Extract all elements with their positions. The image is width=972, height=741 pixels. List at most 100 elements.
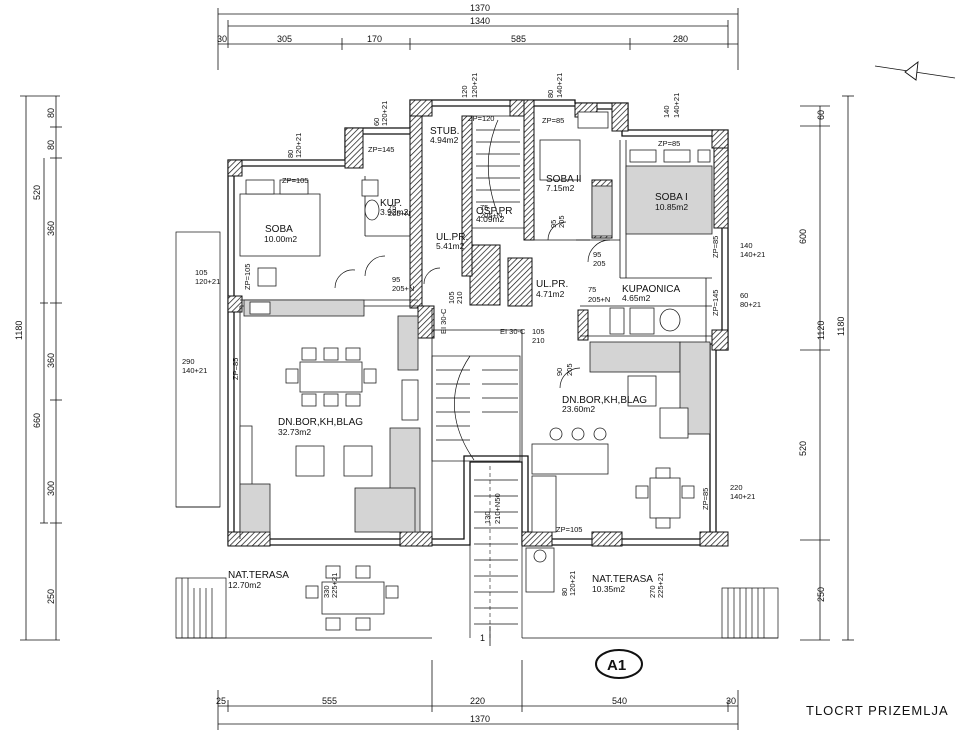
ann-d130: 130 bbox=[483, 511, 492, 524]
ann-ei30b-w: 105 bbox=[532, 327, 545, 336]
ann-d75a: 75 bbox=[388, 203, 396, 212]
room-kupaonica-name: KUPAONICA bbox=[622, 284, 680, 295]
room-ulpr2-name: UL.PR. bbox=[536, 279, 568, 290]
ann-d95c: 95 bbox=[593, 250, 601, 259]
ann-w60h: 120+21 bbox=[380, 101, 389, 126]
room-soba2-area: 7.15m2 bbox=[546, 183, 575, 193]
ann-w80b: 80 bbox=[546, 90, 555, 98]
dim-top-4: 280 bbox=[673, 34, 688, 44]
ann-d95b: 95 bbox=[549, 220, 558, 228]
dim-bottom-4: 30 bbox=[726, 696, 736, 706]
ann-w290h: 140+21 bbox=[182, 366, 207, 375]
dim-left-3: 360 bbox=[46, 221, 56, 236]
ann-d95bh: 205 bbox=[557, 215, 566, 228]
ann-w270: 270 bbox=[648, 585, 657, 598]
furniture bbox=[239, 111, 713, 631]
room-dnbor1-name: DN.BOR,KH,BLAG bbox=[278, 417, 363, 428]
room-kup1-area: 3.92m2 bbox=[380, 207, 409, 217]
ann-w270h: 225+21 bbox=[656, 573, 665, 598]
ann-d130h: 210+N50 bbox=[493, 493, 502, 524]
room-ulpr1-area: 5.41m2 bbox=[436, 241, 465, 251]
ann-w80h: 120+21 bbox=[294, 133, 303, 158]
room-terasa2-area: 10.35m2 bbox=[592, 584, 625, 594]
room-dnbor2-area: 23.60m2 bbox=[562, 404, 595, 414]
room-ulpr1-name: UL.PR. bbox=[436, 232, 468, 243]
room-soba2-name: SOBA II bbox=[546, 174, 582, 185]
building-label: A1 bbox=[595, 649, 643, 679]
ann-w105h: 120+21 bbox=[195, 277, 220, 286]
dim-top-0: 30 bbox=[217, 34, 227, 44]
dim-left-1: 80 bbox=[46, 140, 56, 150]
dim-left-0: 80 bbox=[46, 108, 56, 118]
ann-d95ah: 205+N bbox=[392, 284, 414, 293]
dim-top-1: 305 bbox=[277, 34, 292, 44]
ann-w80bh: 140+21 bbox=[555, 73, 564, 98]
ann-w80ch: 120+21 bbox=[568, 571, 577, 596]
ann-w330h: 225+21 bbox=[330, 573, 339, 598]
ann-zp145-b: ZP=145 bbox=[711, 290, 720, 316]
ann-d75bh: 205+N bbox=[480, 211, 502, 220]
room-soba1-name: SOBA I bbox=[655, 192, 688, 203]
ann-w120h: 120+21 bbox=[470, 73, 479, 98]
ann-w290: 290 bbox=[182, 357, 195, 366]
dim-top-sub: 1340 bbox=[470, 16, 490, 26]
ann-ei30b-h: 210 bbox=[532, 336, 545, 345]
dim-bottom-2: 220 bbox=[470, 696, 485, 706]
ann-zp85-c: ZP=85 bbox=[231, 358, 240, 380]
ann-zp145-a: ZP=145 bbox=[368, 145, 394, 154]
dimensions-top: 1370 1340 30 305 170 585 280 bbox=[217, 3, 739, 70]
ann-zp85-a: ZP=85 bbox=[542, 116, 564, 125]
room-terasa1-name: NAT.TERASA bbox=[228, 570, 289, 581]
dim-left-2: 520 bbox=[32, 185, 42, 200]
dim-right-3: 1180 bbox=[836, 317, 846, 336]
dim-bottom-3: 540 bbox=[612, 696, 627, 706]
room-stub-area: 4.94m2 bbox=[430, 135, 459, 145]
ann-w120: 120 bbox=[460, 85, 469, 98]
dim-left-6: 300 bbox=[46, 481, 56, 496]
terrace-right bbox=[522, 587, 779, 639]
ann-w80: 80 bbox=[286, 150, 295, 158]
dim-right-1: 600 bbox=[798, 229, 808, 244]
room-kup1-name: KUP. bbox=[380, 198, 402, 209]
staircase: 1 bbox=[431, 115, 525, 646]
room-kupaonica-area: 4.65m2 bbox=[622, 293, 651, 303]
dim-top-2: 170 bbox=[367, 34, 382, 44]
ann-w220: 220 bbox=[730, 483, 743, 492]
dim-right-4: 520 bbox=[798, 441, 808, 456]
drawing-title: TLOCRT PRIZEMLJA bbox=[806, 703, 949, 718]
room-terasa2-name: NAT.TERASA bbox=[592, 574, 653, 585]
room-soba-name: SOBA bbox=[265, 224, 293, 235]
ann-ei30b: EI 30-C bbox=[500, 327, 526, 336]
ann-zp85-e: ZP=85 bbox=[701, 488, 710, 510]
ann-d75ah: 205+N bbox=[388, 209, 410, 218]
ann-zp105-b: ZP=105 bbox=[243, 264, 252, 290]
dim-right-2: 1120 bbox=[816, 321, 826, 340]
dim-top-total: 1370 bbox=[470, 3, 490, 13]
dimensions-right: 60 600 1120 1180 520 250 bbox=[798, 95, 854, 641]
room-ulpr2-area: 4.71m2 bbox=[536, 289, 565, 299]
dim-left-5: 660 bbox=[32, 413, 42, 428]
ann-w60: 60 bbox=[372, 118, 381, 126]
ann-ei30a-w: 105 bbox=[447, 291, 456, 304]
ann-w60rh: 80+21 bbox=[740, 300, 761, 309]
dim-bottom-total: 1370 bbox=[470, 714, 490, 724]
ann-zp105-a: ZP=105 bbox=[282, 176, 308, 185]
dim-left-total: 1180 bbox=[14, 321, 24, 340]
ann-w140r: 140 bbox=[740, 241, 753, 250]
dim-right-0: 60 bbox=[816, 110, 826, 120]
ann-ei30a: EI 30-C bbox=[439, 308, 448, 334]
room-ostava-name: OSP.PR bbox=[476, 206, 513, 217]
ann-w140: 140 bbox=[662, 105, 671, 118]
ann-zp85-b: ZP=85 bbox=[658, 139, 680, 148]
dim-bottom-0: 25 bbox=[216, 696, 226, 706]
ann-w220h: 140+21 bbox=[730, 492, 755, 501]
ann-w60r: 60 bbox=[740, 291, 748, 300]
ann-ei30a-h: 210 bbox=[455, 291, 464, 304]
ann-d75-kuph: 205+N bbox=[588, 295, 610, 304]
ann-d90h: 205 bbox=[565, 363, 574, 376]
dimensions-bottom: 25 555 220 540 30 1370 bbox=[216, 660, 739, 730]
dim-top-3: 585 bbox=[511, 34, 526, 44]
terrace-left bbox=[175, 231, 432, 639]
dim-left-7: 250 bbox=[46, 589, 56, 604]
ann-w140rh: 140+21 bbox=[740, 250, 765, 259]
